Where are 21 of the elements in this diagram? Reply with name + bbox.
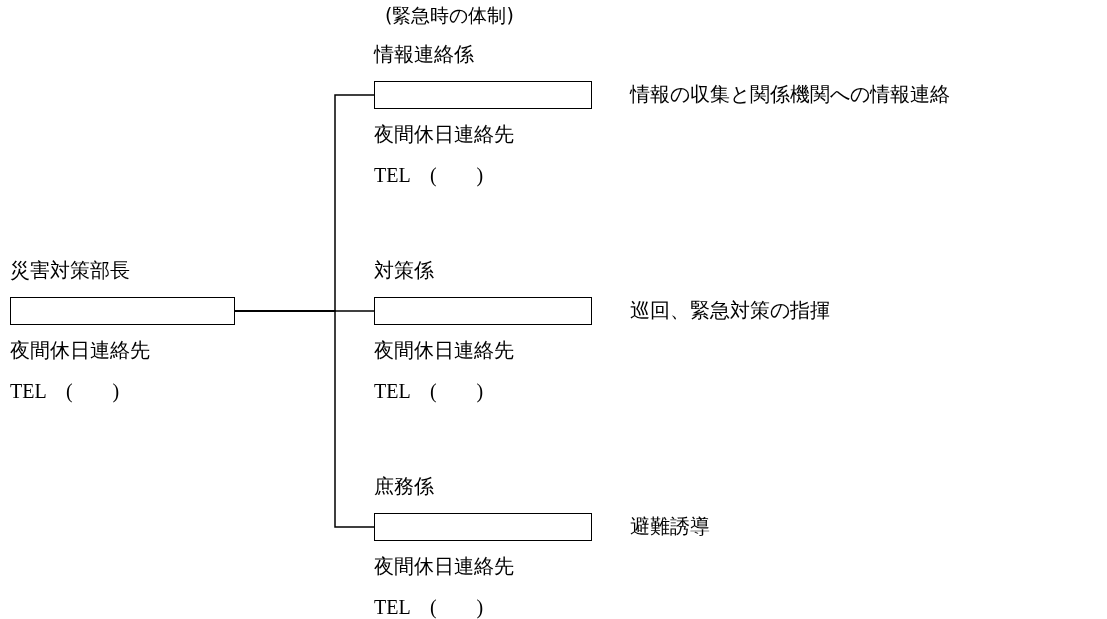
duty-description: 避難誘導 <box>630 513 710 539</box>
contact-label: 夜間休日連絡先 <box>10 337 150 363</box>
node-heading: 災害対策部長 <box>10 257 130 283</box>
phone-number-label: TEL ( ) <box>374 163 484 188</box>
name-box <box>10 297 235 325</box>
contact-label: 夜間休日連絡先 <box>374 121 514 147</box>
duty-description: 巡回、緊急対策の指揮 <box>630 297 830 323</box>
contact-label: 夜間休日連絡先 <box>374 337 514 363</box>
phone-number-label: TEL ( ) <box>374 595 484 619</box>
name-box <box>374 297 592 325</box>
duty-description: 情報の収集と関係機関への情報連絡 <box>630 81 950 107</box>
connector-line <box>234 310 375 528</box>
node-heading: 庶務係 <box>374 473 434 499</box>
node-heading: 対策係 <box>374 257 434 283</box>
name-box <box>374 513 592 541</box>
node-heading: 情報連絡係 <box>374 41 474 67</box>
phone-number-label: TEL ( ) <box>374 379 484 404</box>
phone-number-label: TEL ( ) <box>10 379 120 404</box>
diagram-title: (緊急時の体制) <box>385 3 514 28</box>
name-box <box>374 81 592 109</box>
contact-label: 夜間休日連絡先 <box>374 553 514 579</box>
